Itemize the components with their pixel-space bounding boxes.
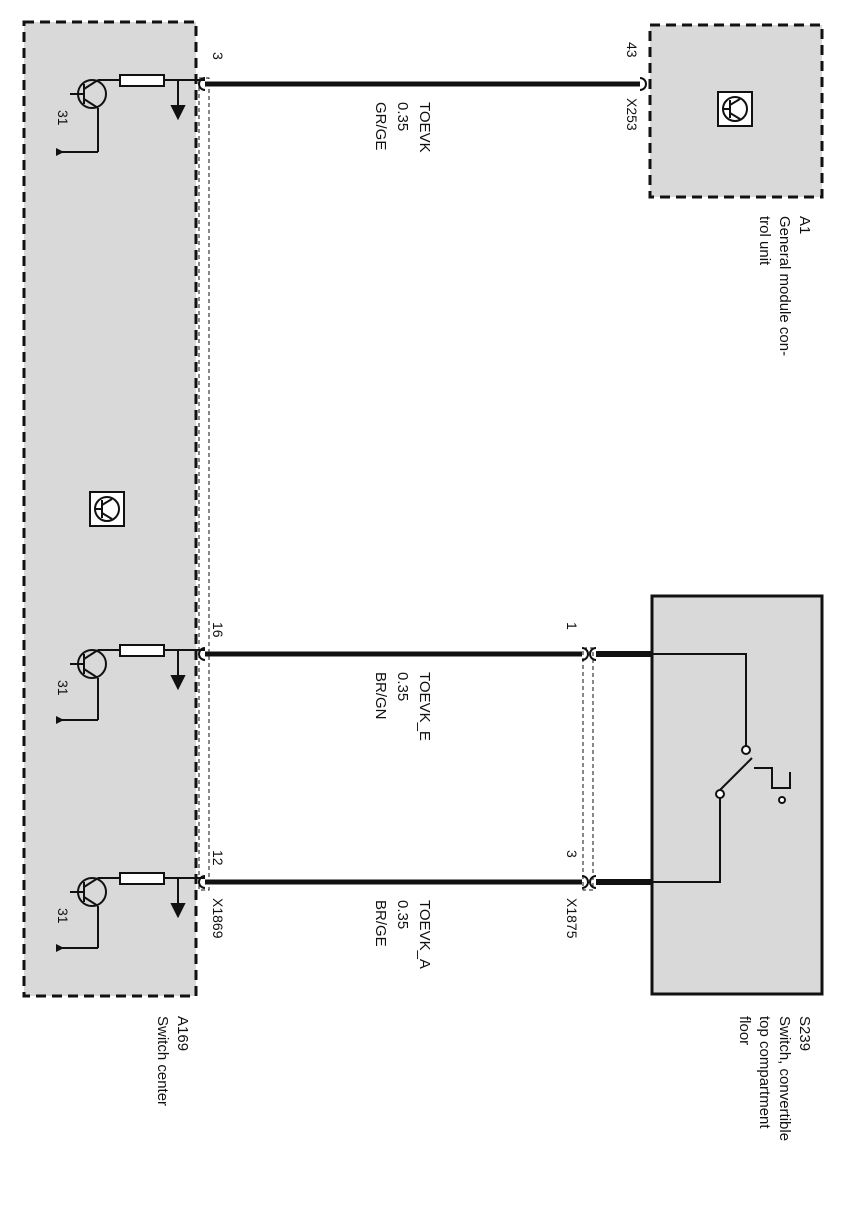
component-a1-name: General module con- bbox=[776, 216, 793, 356]
connector-x1869-outline bbox=[198, 77, 210, 891]
connector-x1875-outline bbox=[582, 647, 594, 891]
wire-signal-label: TOEVK bbox=[416, 102, 433, 153]
wire-signal-label: TOEVK_A bbox=[416, 900, 433, 969]
wire-toevk bbox=[198, 77, 647, 91]
pin-a169-16: 16 bbox=[210, 622, 226, 638]
component-a169-id: A169 bbox=[174, 1016, 191, 1051]
ground-label: 31 bbox=[55, 680, 71, 696]
control-unit-symbol-icon bbox=[717, 91, 753, 127]
control-unit-symbol-icon bbox=[89, 491, 125, 527]
wire-signal-label: TOEVK_E bbox=[416, 672, 433, 741]
component-s239-name: Switch, convertible bbox=[776, 1016, 793, 1141]
ground-arrow-icon bbox=[56, 148, 64, 156]
wire-color-label: BR/GE bbox=[372, 900, 389, 947]
transistor-icon bbox=[62, 74, 205, 153]
wire-size-label: 0.35 bbox=[394, 672, 411, 701]
pin-s239-3: 3 bbox=[564, 850, 580, 858]
component-a1-id: A1 bbox=[796, 216, 813, 234]
component-s239-name: floor bbox=[736, 1016, 753, 1045]
ground-label: 31 bbox=[55, 110, 71, 126]
wire-size-label: 0.35 bbox=[394, 102, 411, 131]
transistor-icon bbox=[62, 644, 205, 721]
connector-x1875: X1875 bbox=[564, 898, 580, 939]
transistor-icon bbox=[62, 872, 205, 949]
wire-toevk-e bbox=[198, 647, 652, 661]
pin-a169-12: 12 bbox=[210, 850, 226, 866]
module-s239-box bbox=[650, 594, 824, 996]
wire-toevk-a bbox=[198, 875, 652, 889]
component-s239-id: S239 bbox=[796, 1016, 813, 1051]
ground-arrow-icon bbox=[56, 716, 64, 724]
component-s239-name: top compartment bbox=[756, 1016, 773, 1129]
pin-s239-1: 1 bbox=[564, 622, 580, 630]
connector-x1869: X1869 bbox=[210, 898, 226, 939]
pin-a169-3: 3 bbox=[210, 52, 226, 60]
connector-x253: X253 bbox=[624, 98, 640, 131]
wire-color-label: BR/GN bbox=[372, 672, 389, 720]
ground-arrow-icon bbox=[56, 944, 64, 952]
wire-size-label: 0.35 bbox=[394, 900, 411, 929]
switch-contact-icon bbox=[652, 653, 791, 883]
component-a1-name: trol unit bbox=[756, 216, 773, 266]
pin-a1-43: 43 bbox=[624, 42, 640, 58]
component-a169-name: Switch center bbox=[154, 1016, 171, 1106]
wire-color-label: GR/GE bbox=[372, 102, 389, 150]
ground-label: 31 bbox=[55, 908, 71, 924]
